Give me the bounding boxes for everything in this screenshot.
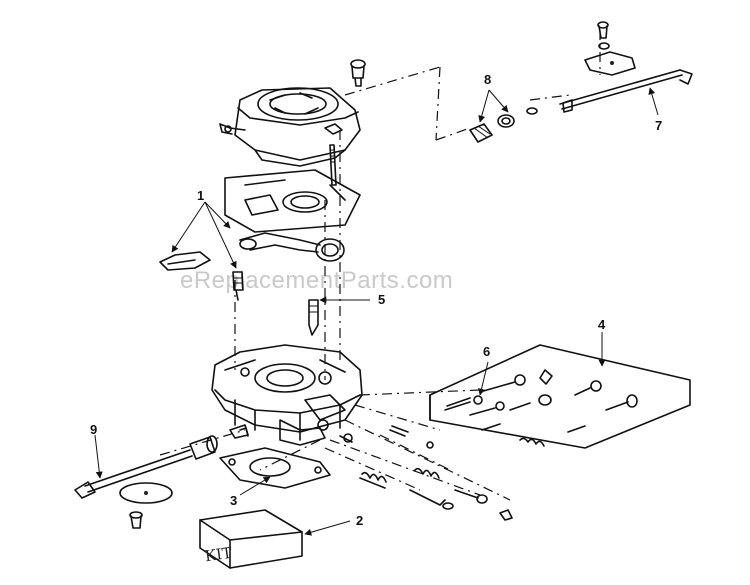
part-label-1: 1 [197, 188, 204, 203]
upper-gasket [224, 169, 361, 233]
top-screw [350, 59, 366, 87]
part-label-9: 9 [90, 422, 97, 437]
part-label-5: 5 [378, 292, 385, 307]
alignment-lines [159, 30, 601, 501]
watermark: eReplacementParts.com [180, 267, 453, 294]
carburetor-main-body [211, 344, 363, 446]
part-label-7: 7 [655, 118, 662, 133]
overhaul-kit-box: KIT [199, 509, 303, 569]
kit-box-label: KIT [204, 544, 233, 566]
idle-adjustment-screws [339, 425, 513, 521]
main-jet [308, 299, 319, 336]
part-label-6: 6 [483, 344, 490, 359]
part-label-2: 2 [356, 513, 363, 528]
jet-kit-panel [429, 344, 691, 449]
air-horn-body [219, 87, 361, 167]
lower-gasket [219, 447, 331, 489]
float-assembly [159, 232, 345, 271]
choke-plate-shaft [559, 21, 693, 113]
choke-small-parts [469, 107, 538, 143]
needle-valve [232, 271, 244, 301]
part-labels: 1 2 3 4 5 6 7 8 9 [90, 72, 662, 528]
upper-needle [329, 144, 337, 186]
part-label-3: 3 [230, 493, 237, 508]
throttle-plate [119, 482, 173, 504]
part-label-4: 4 [598, 317, 606, 332]
part-label-8: 8 [484, 72, 491, 87]
lower-screw [129, 511, 143, 529]
throttle-shaft [74, 427, 249, 499]
leader-lines [94, 87, 659, 536]
